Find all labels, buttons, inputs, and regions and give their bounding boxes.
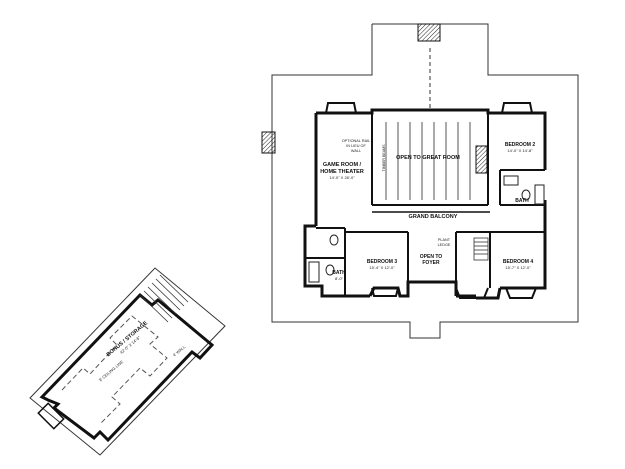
svg-text:8'-0": 8'-0": [335, 276, 344, 281]
svg-text:14'-0" X 14'-8": 14'-0" X 14'-8": [507, 148, 533, 153]
room-bedroom-4: BEDROOM 4 15'-7" X 12'-0": [503, 259, 534, 270]
bath-lower-label: BATH 8'-0": [332, 270, 346, 281]
game-room-name-1: GAME ROOM /: [323, 162, 362, 168]
upper-floor-plan: GAME ROOM / HOME THEATER 14'-0" X 28'-0"…: [261, 23, 579, 339]
svg-text:FOYER: FOYER: [422, 260, 440, 266]
room-game-room: GAME ROOM / HOME THEATER 14'-0" X 28'-0": [320, 162, 364, 180]
bonus-room-roof-outline: [29, 267, 226, 456]
svg-text:WALL: WALL: [351, 149, 361, 153]
svg-text:15'-7" X 12'-0": 15'-7" X 12'-0": [505, 265, 531, 270]
svg-text:15'-4" X 12'-0": 15'-4" X 12'-0": [369, 265, 395, 270]
game-room-dims: 14'-0" X 28'-0": [329, 175, 355, 180]
svg-text:OPEN TO: OPEN TO: [420, 254, 443, 260]
chimney-left: [261, 131, 276, 154]
open-great-room-label: OPEN TO GREAT ROOM: [396, 155, 460, 161]
bath-upper-label: BATH: [515, 198, 529, 204]
svg-text:BEDROOM 4: BEDROOM 4: [503, 259, 534, 265]
bonus-ceiling-note: 8' CEILING LINE: [98, 359, 125, 382]
game-room-name-2: HOME THEATER: [320, 169, 364, 175]
room-bedroom-3: BEDROOM 3 15'-4" X 12'-0": [367, 259, 398, 270]
grand-balcony-label: GRAND BALCONY: [409, 214, 458, 220]
bonus-wall-note: 4' WALL: [172, 344, 187, 358]
svg-text:PLANT: PLANT: [438, 238, 451, 242]
svg-text:LEDGE: LEDGE: [438, 243, 451, 247]
open-to-foyer-label: OPEN TO FOYER: [420, 254, 443, 266]
chimney-top: [417, 23, 441, 42]
svg-text:BATH: BATH: [332, 270, 346, 276]
svg-text:IN LIEU OF: IN LIEU OF: [346, 144, 366, 148]
room-bedroom-2: BEDROOM 2 14'-0" X 14'-8": [505, 142, 536, 153]
svg-text:BEDROOM 3: BEDROOM 3: [367, 259, 398, 265]
svg-text:OPTIONAL RAIL: OPTIONAL RAIL: [342, 139, 371, 143]
svg-text:BEDROOM 2: BEDROOM 2: [505, 142, 536, 148]
bonus-room-plan: BONUS / STORAGE 42'-0" X 14'-8" 8' CEILI…: [29, 267, 226, 456]
plant-ledge-note: PLANT LEDGE: [438, 238, 451, 247]
bonus-room-walls: [39, 292, 215, 443]
timber-beams-note: TIMBER BEAMS: [382, 144, 386, 172]
roof-outline: [271, 23, 579, 339]
optional-rail-note: OPTIONAL RAIL IN LIEU OF WALL: [342, 139, 371, 153]
